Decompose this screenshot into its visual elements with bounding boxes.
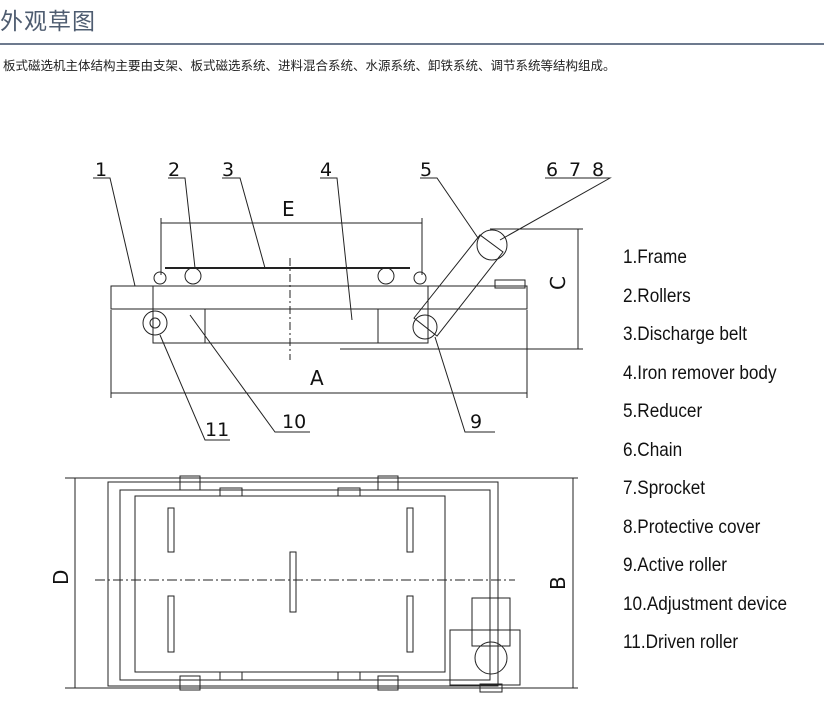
callout-8: 8 bbox=[592, 159, 604, 181]
driven-roller bbox=[142, 310, 168, 336]
side-view: 1 2 3 4 5 6 7 8 9 10 11 A E C bbox=[93, 159, 612, 441]
roller-right bbox=[377, 267, 395, 285]
dimension-e: E bbox=[282, 197, 295, 221]
legend-item-protective-cover: 8.Protective cover bbox=[623, 515, 761, 538]
callout-11: 11 bbox=[205, 419, 229, 441]
legend-item-chain: 6.Chain bbox=[623, 438, 683, 461]
callout-6: 6 bbox=[546, 159, 558, 181]
title-divider bbox=[0, 43, 824, 45]
callout-2: 2 bbox=[168, 159, 180, 181]
dimension-c: C bbox=[546, 276, 570, 290]
callout-3: 3 bbox=[222, 159, 234, 181]
chain bbox=[413, 234, 504, 337]
active-roller bbox=[412, 314, 438, 340]
callout-4: 4 bbox=[320, 159, 332, 181]
legend-item-iron-remover-body: 4.Iron remover body bbox=[623, 361, 777, 384]
section-description: 板式磁选机主体结构主要由支架、板式磁选系统、进料混合系统、水源系统、卸铁系统、调… bbox=[3, 58, 616, 73]
callout-1: 1 bbox=[95, 159, 107, 181]
reducer bbox=[476, 229, 508, 261]
frame-bar bbox=[110, 285, 528, 310]
legend-item-driven-roller: 11.Driven roller bbox=[623, 631, 739, 653]
dimension-d: D bbox=[49, 570, 73, 585]
legend-item-sprocket: 7.Sprocket bbox=[623, 477, 706, 499]
roller-left bbox=[184, 267, 202, 285]
callout-7: 7 bbox=[569, 159, 581, 181]
section-title: 外观草图 bbox=[0, 9, 96, 35]
legend-item-frame: 1.Frame bbox=[623, 246, 687, 268]
callout-5: 5 bbox=[420, 159, 432, 181]
legend-item-discharge-belt: 3.Discharge belt bbox=[623, 323, 748, 345]
top-view: D B bbox=[49, 475, 578, 693]
legend-item-rollers: 2.Rollers bbox=[623, 284, 691, 307]
frame-outline bbox=[107, 481, 499, 687]
legend-item-active-roller: 9.Active roller bbox=[623, 554, 727, 576]
parts-legend: 1.Frame 2.Rollers 3.Discharge belt 4.Iro… bbox=[623, 246, 809, 670]
dimension-b: B bbox=[546, 576, 570, 590]
callout-10: 10 bbox=[282, 411, 306, 433]
motor bbox=[471, 597, 511, 647]
legend-item-adjustment-device: 10.Adjustment device bbox=[623, 592, 788, 615]
legend-item-reducer: 5.Reducer bbox=[623, 400, 703, 422]
dimension-a: A bbox=[310, 366, 324, 390]
callout-9: 9 bbox=[470, 411, 482, 433]
magnetic-plate bbox=[134, 495, 446, 673]
